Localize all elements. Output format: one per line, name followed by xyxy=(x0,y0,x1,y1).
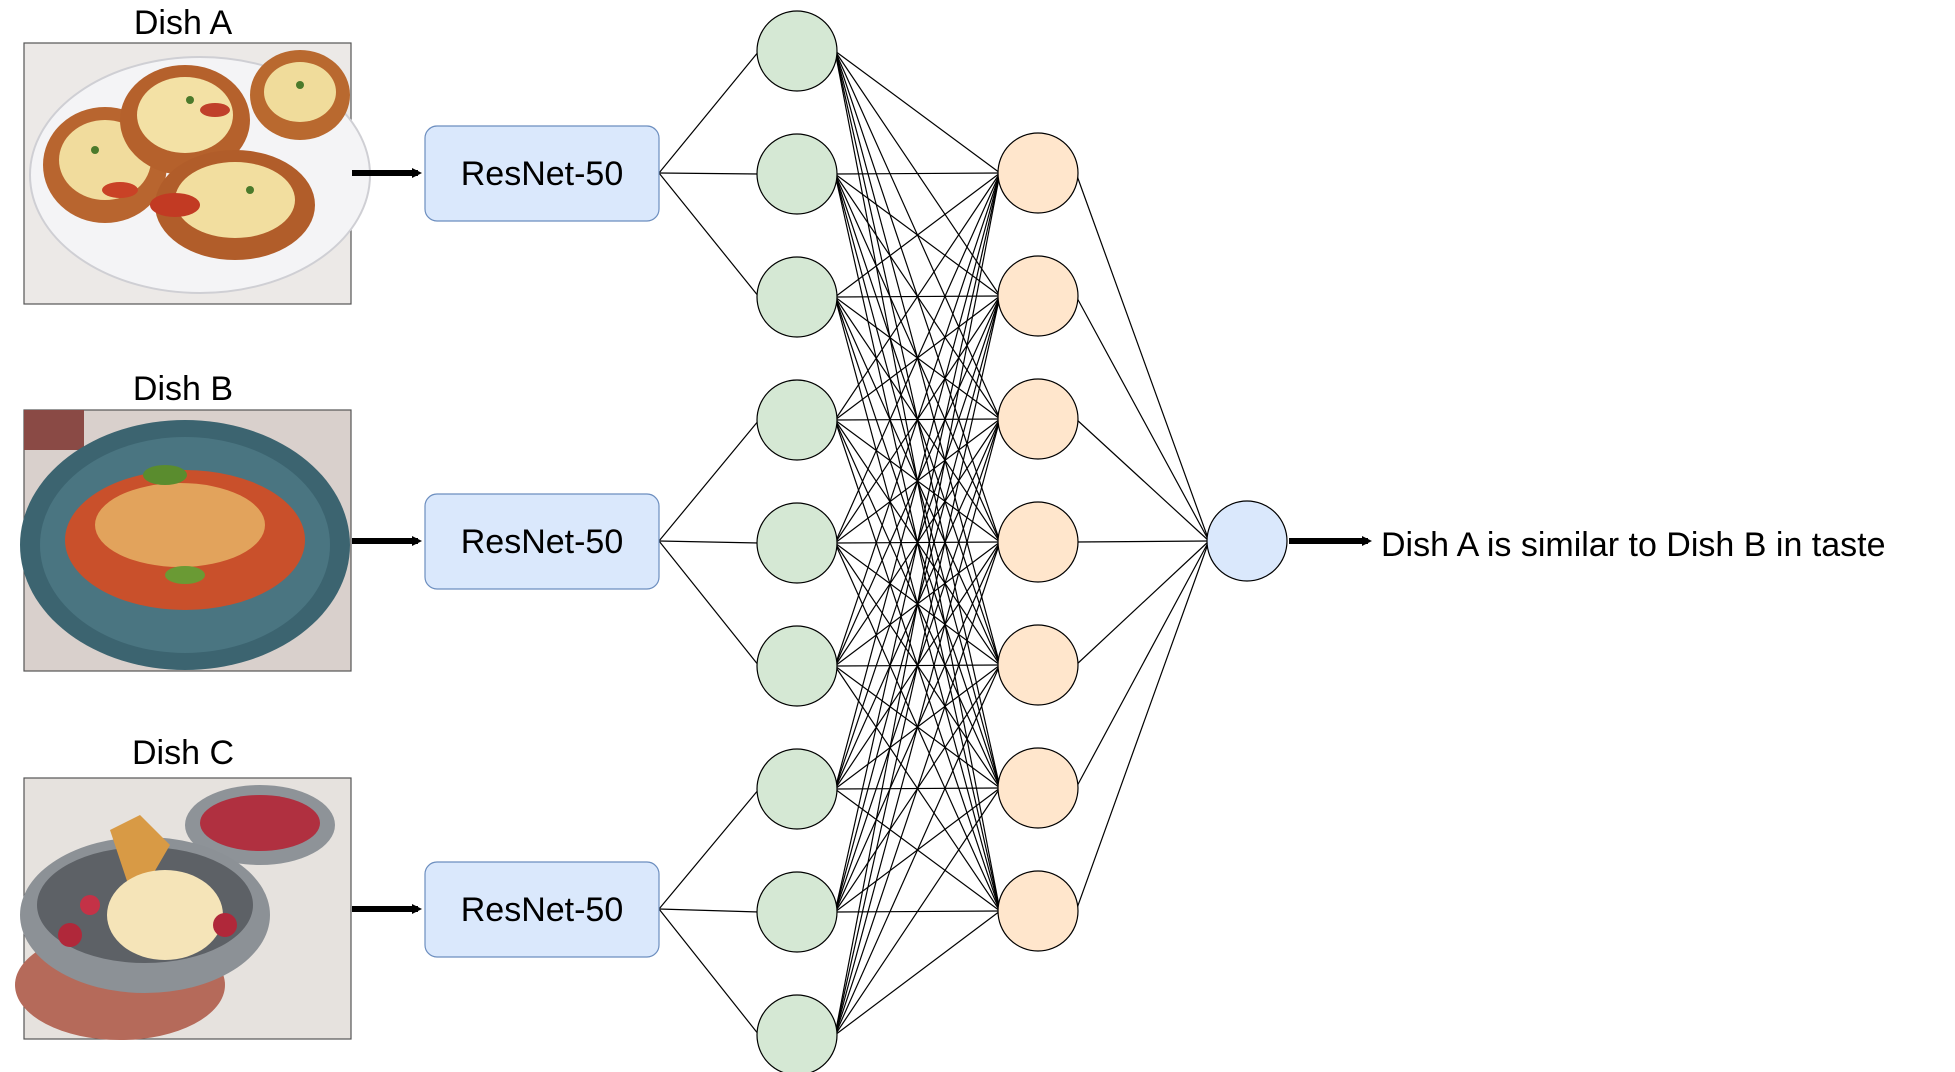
hidden-to-output-edge xyxy=(1075,418,1210,542)
input-to-hidden-edge xyxy=(834,787,1001,1036)
encoder-to-input-edge xyxy=(658,172,760,175)
chicken-breast-tomato-sauce-photo[interactable] xyxy=(20,409,352,672)
hidden-node xyxy=(997,132,1079,214)
input-to-hidden-edge xyxy=(834,172,1001,544)
similarity-output-text: Dish A is similar to Dish B in taste xyxy=(1381,526,1886,564)
resnet-label-c: ResNet-50 xyxy=(461,891,624,929)
hidden-node xyxy=(997,624,1079,706)
input-to-hidden-edge xyxy=(834,541,1001,1036)
input-node xyxy=(756,379,838,461)
ice-cream-dessert-photo[interactable] xyxy=(15,777,352,1040)
output-node xyxy=(1206,500,1288,582)
dish-b-group: Dish B xyxy=(20,370,352,672)
encoder-to-input-edge xyxy=(658,540,760,667)
encoder-to-input-edge xyxy=(658,908,760,1036)
hidden-node xyxy=(997,378,1079,460)
encoder-to-input-edge xyxy=(658,908,760,913)
hidden-to-output-edge xyxy=(1075,172,1210,542)
input-to-hidden-edge xyxy=(834,418,1001,1036)
input-node xyxy=(756,748,838,830)
hidden-to-output-edge xyxy=(1075,295,1210,542)
input-node xyxy=(756,256,838,338)
input-to-hidden-edge xyxy=(834,172,1001,790)
input-node xyxy=(756,133,838,215)
resnet-encoder-b: ResNet-50 xyxy=(424,493,660,590)
encoder-to-input-edge xyxy=(658,419,760,542)
hidden-to-output-edge xyxy=(1075,540,1210,912)
input-to-hidden-edge xyxy=(834,664,1001,1036)
resnet-label-b: ResNet-50 xyxy=(461,523,624,561)
input-node xyxy=(756,625,838,707)
dish-c-group: Dish C xyxy=(15,734,352,1040)
input-to-hidden-edge xyxy=(834,172,1001,667)
hidden-to-output-edge xyxy=(1075,540,1210,789)
input-to-hidden-edge xyxy=(834,172,1001,1036)
resnet-encoder-a: ResNet-50 xyxy=(424,125,660,222)
encoder-to-input-edge xyxy=(658,540,760,544)
hidden-node xyxy=(997,255,1079,337)
encoder-to-input-edge xyxy=(658,172,760,298)
hidden-node xyxy=(997,501,1079,583)
input-to-hidden-edge xyxy=(834,172,1001,421)
input-node xyxy=(756,10,838,92)
resnet-encoder-c: ResNet-50 xyxy=(424,861,660,958)
image-to-encoder-arrows xyxy=(352,168,422,914)
input-to-hidden-edge xyxy=(834,295,1001,1036)
input-node xyxy=(756,994,838,1072)
input-node xyxy=(756,871,838,953)
dish-a-group: Dish A xyxy=(23,4,371,305)
connection-lines xyxy=(658,50,1210,1036)
hidden-node xyxy=(997,870,1079,952)
input-to-hidden-edge xyxy=(834,172,1001,913)
hidden-to-output-edge xyxy=(1075,540,1210,543)
input-node xyxy=(756,502,838,584)
input-to-hidden-edge xyxy=(834,50,1001,174)
hidden-node xyxy=(997,747,1079,829)
network-nodes xyxy=(756,10,1288,1072)
hidden-to-output-edge xyxy=(1075,540,1210,666)
dish-b-title: Dish B xyxy=(133,370,233,408)
dish-a-title: Dish A xyxy=(134,4,233,42)
dish-c-title: Dish C xyxy=(132,734,234,772)
resnet-label-a: ResNet-50 xyxy=(461,155,624,193)
encoder-to-input-edge xyxy=(658,788,760,910)
input-to-hidden-edge xyxy=(834,172,1001,175)
input-to-hidden-edge xyxy=(834,172,1001,298)
chicken-parmesan-photo[interactable] xyxy=(23,42,371,305)
encoder-to-input-edge xyxy=(658,50,760,174)
input-to-hidden-edge xyxy=(834,910,1001,1036)
